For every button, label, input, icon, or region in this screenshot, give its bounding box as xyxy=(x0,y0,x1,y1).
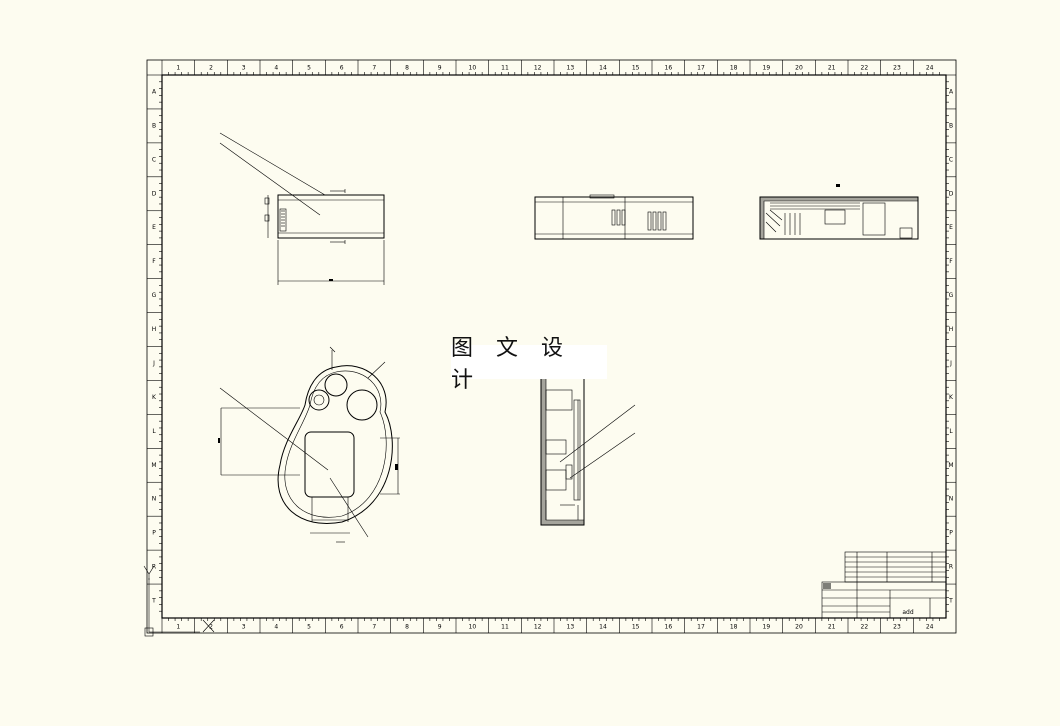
grid-label-top-9: 10 xyxy=(469,65,477,72)
grid-label-bottom-10: 11 xyxy=(501,624,509,631)
grid-label-bottom-13: 14 xyxy=(599,624,607,631)
grid-label-right-7: H xyxy=(949,326,954,333)
watermark-text: 图 文 设 计 xyxy=(451,336,571,393)
frame-tick-marks xyxy=(147,60,956,633)
grid-label-bottom-3: 4 xyxy=(274,624,278,631)
grid-label-right-5: F xyxy=(949,258,953,265)
grid-label-left-4: E xyxy=(152,224,156,231)
watermark-badge: 图 文 设 计 xyxy=(451,336,607,393)
grid-label-right-13: P xyxy=(949,530,953,537)
grid-label-top-13: 14 xyxy=(599,65,607,72)
grid-label-top-20: 21 xyxy=(828,65,836,72)
grid-label-left-2: C xyxy=(152,156,156,163)
grid-label-bottom-9: 10 xyxy=(469,624,477,631)
ucs-icon xyxy=(143,565,215,637)
grid-label-top-12: 13 xyxy=(567,65,575,72)
grid-label-top-15: 16 xyxy=(665,65,673,72)
grid-label-right-9: K xyxy=(949,394,954,401)
grid-label-top-16: 17 xyxy=(697,65,705,72)
grid-label-left-10: L xyxy=(152,428,156,435)
grid-label-left-0: A xyxy=(152,88,157,95)
grid-label-top-1: 2 xyxy=(209,65,213,72)
grid-label-right-14: R xyxy=(949,564,953,571)
grid-label-top-22: 23 xyxy=(893,65,901,72)
grid-label-left-15: T xyxy=(151,598,156,605)
grid-label-bottom-17: 18 xyxy=(730,624,738,631)
grid-label-right-8: J xyxy=(949,360,952,367)
grid-label-top-17: 18 xyxy=(730,65,738,72)
section-view xyxy=(759,184,919,240)
grid-label-top-11: 12 xyxy=(534,65,542,72)
grid-label-top-5: 6 xyxy=(340,65,344,72)
grid-label-bottom-20: 21 xyxy=(828,624,836,631)
grid-label-left-8: J xyxy=(152,360,155,367)
grid-label-bottom-7: 8 xyxy=(405,624,409,631)
grid-label-top-21: 22 xyxy=(861,65,869,72)
grid-label-bottom-16: 17 xyxy=(697,624,705,631)
grid-label-top-2: 3 xyxy=(242,65,246,72)
grid-label-left-1: B xyxy=(152,122,156,129)
front-view xyxy=(219,132,385,285)
grid-label-right-12: N xyxy=(949,496,954,503)
grid-label-right-11: M xyxy=(948,462,953,469)
drawing-name-text: add xyxy=(902,609,913,616)
grid-label-top-6: 7 xyxy=(372,65,376,72)
grid-label-left-14: R xyxy=(152,564,156,571)
grid-label-bottom-2: 3 xyxy=(242,624,246,631)
grid-label-right-3: D xyxy=(949,190,954,197)
grid-label-bottom-8: 9 xyxy=(438,624,442,631)
top-view xyxy=(534,194,694,240)
grid-label-bottom-12: 13 xyxy=(567,624,575,631)
grid-label-right-6: G xyxy=(949,292,954,299)
grid-label-bottom-19: 20 xyxy=(795,624,803,631)
grid-label-left-11: M xyxy=(151,462,156,469)
grid-label-bottom-4: 5 xyxy=(307,624,311,631)
grid-label-left-7: H xyxy=(152,326,157,333)
grid-label-left-13: P xyxy=(152,530,156,537)
grid-label-left-12: N xyxy=(152,496,157,503)
grid-label-bottom-22: 23 xyxy=(893,624,901,631)
grid-label-top-4: 5 xyxy=(307,65,311,72)
grid-label-bottom-11: 12 xyxy=(534,624,542,631)
grid-label-left-9: K xyxy=(152,394,157,401)
row-labels-left: A B C D E F G H J K L M N P R T xyxy=(151,88,157,604)
grid-label-top-23: 24 xyxy=(926,65,934,72)
grid-label-top-8: 9 xyxy=(438,65,442,72)
title-block: add xyxy=(821,551,947,619)
grid-label-bottom-18: 19 xyxy=(763,624,771,631)
grid-label-left-5: F xyxy=(152,258,156,265)
grid-label-right-2: C xyxy=(949,156,953,163)
grid-label-top-19: 20 xyxy=(795,65,803,72)
grid-label-bottom-15: 16 xyxy=(665,624,673,631)
grid-label-right-15: T xyxy=(948,598,953,605)
grid-label-top-18: 19 xyxy=(763,65,771,72)
grid-label-top-3: 4 xyxy=(274,65,278,72)
grid-label-bottom-5: 6 xyxy=(340,624,344,631)
grid-label-bottom-23: 24 xyxy=(926,624,934,631)
grid-label-top-7: 8 xyxy=(405,65,409,72)
grid-label-bottom-6: 7 xyxy=(372,624,376,631)
grid-label-top-0: 1 xyxy=(176,65,180,72)
grid-label-bottom-21: 22 xyxy=(861,624,869,631)
grid-label-top-10: 11 xyxy=(501,65,509,72)
grid-label-left-3: D xyxy=(152,190,157,197)
grid-label-right-1: B xyxy=(949,122,953,129)
grid-label-bottom-14: 15 xyxy=(632,624,640,631)
row-labels-right: A B C D E F G H J K L M N P R T xyxy=(948,88,954,604)
grid-label-right-0: A xyxy=(949,88,954,95)
grid-label-left-6: G xyxy=(152,292,157,299)
grid-label-right-4: E xyxy=(949,224,953,231)
grid-label-top-14: 15 xyxy=(632,65,640,72)
grid-label-bottom-0: 1 xyxy=(176,624,180,631)
grid-label-bottom-1: 2 xyxy=(209,624,213,631)
bottom-view xyxy=(218,346,400,543)
grid-label-right-10: L xyxy=(949,428,953,435)
